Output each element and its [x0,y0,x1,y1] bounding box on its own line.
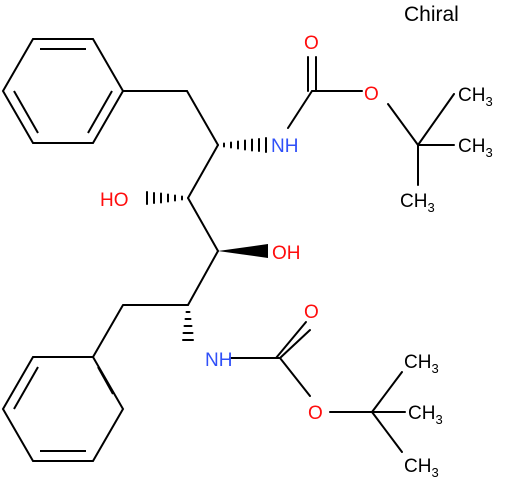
ester-o-top-label: O [364,84,379,105]
top-carbamate-bonds [287,56,455,186]
methyl-top-3-label: CH3 [400,191,435,215]
carbonyl-o-bottom-label: O [304,302,319,323]
hydroxyl-left-label: HO [100,190,129,211]
methyl-bottom-2-label: CH3 [408,403,443,427]
top-backbone-bonds [122,90,219,306]
methyl-top-1-label: CH3 [458,85,493,109]
nh-bottom-label: NH [205,350,232,371]
bottom-phenyl-ring [1,304,125,462]
hashed-wedge-left-oh [146,191,183,205]
top-phenyl-ring [1,38,125,144]
hydroxyl-right-label: OH [272,243,301,264]
ester-o-bottom-label: O [308,403,323,424]
nh-top-label: NH [271,136,298,157]
chiral-flag: Chiral [404,3,459,26]
methyl-bottom-1-label: CH3 [404,352,439,376]
hashed-wedge-top-n [223,137,267,153]
bottom-carbamate-bonds [229,321,406,453]
methyl-top-2-label: CH3 [458,136,493,160]
methyl-bottom-3-label: CH3 [404,456,439,480]
solid-wedge-right-oh [218,244,268,258]
hashed-wedge-bottom-n [182,311,194,341]
carbonyl-o-top-label: O [304,33,319,54]
bottom-phenyl-ring-core [13,366,114,452]
